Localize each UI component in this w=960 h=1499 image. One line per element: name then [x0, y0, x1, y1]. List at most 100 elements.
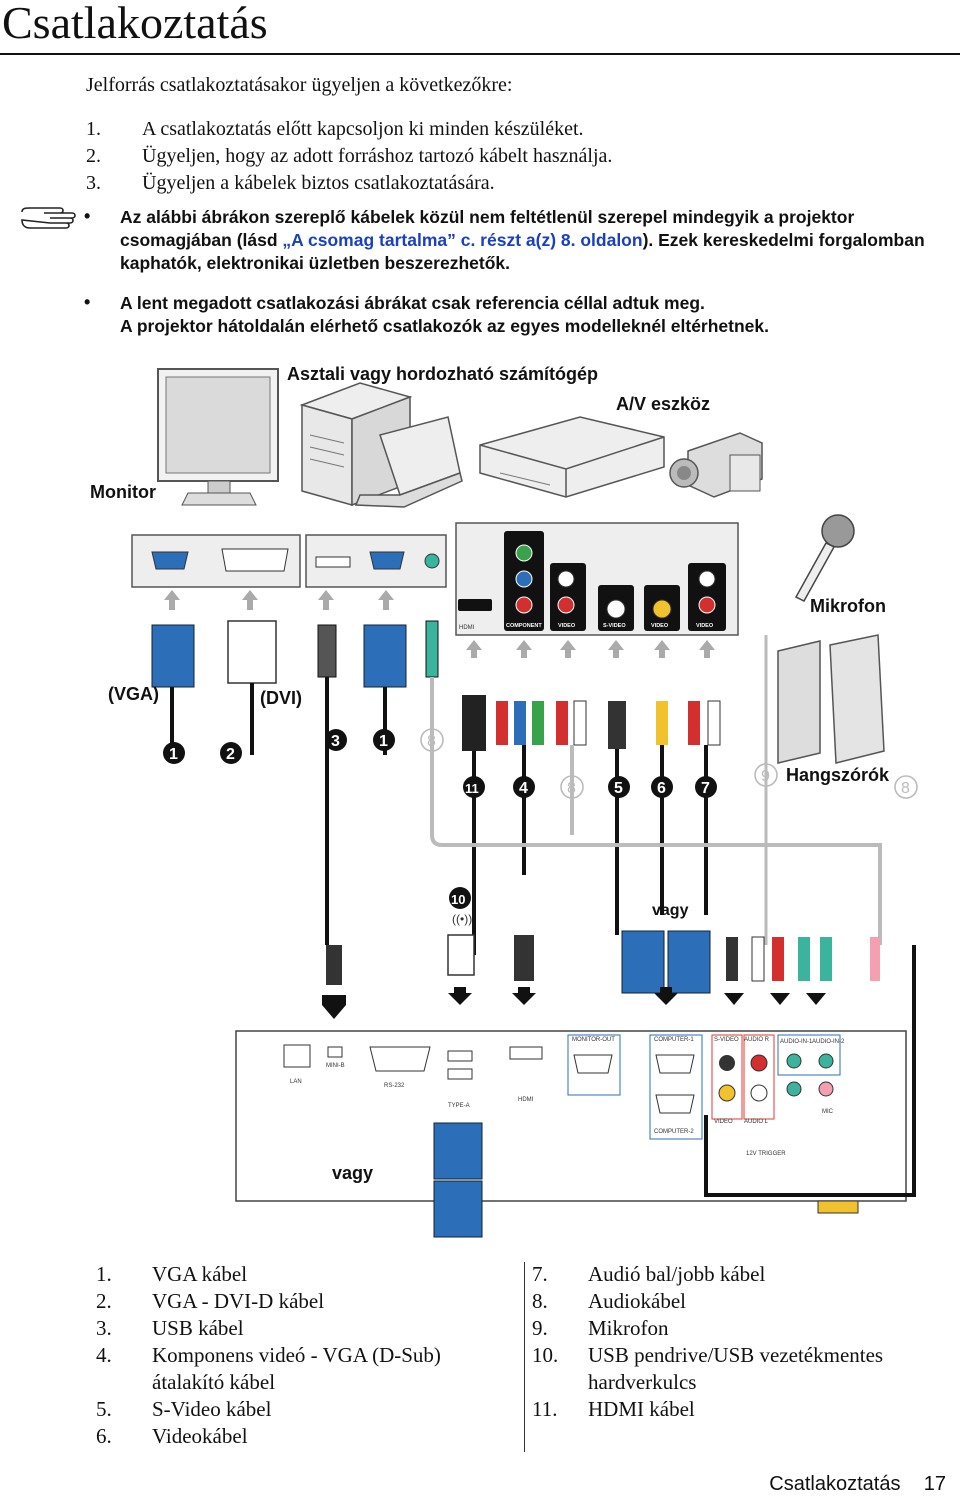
monitor-icon — [157, 368, 279, 506]
svg-text:11: 11 — [465, 781, 479, 796]
svg-text:AUDIO-IN-2: AUDIO-IN-2 — [812, 1039, 845, 1045]
svg-text:VIDEO: VIDEO — [651, 623, 669, 629]
svg-text:4: 4 — [519, 780, 528, 797]
dvi-connector — [227, 620, 277, 755]
svg-text:VIDEO: VIDEO — [558, 623, 576, 629]
svg-text:10: 10 — [451, 892, 465, 907]
step-1: 1.A csatlakoztatás előtt kapcsoljon ki m… — [86, 118, 584, 140]
dvd-player-icon — [479, 416, 665, 498]
vga-connector-2 — [363, 624, 407, 755]
svg-text:((•)): ((•)) — [452, 912, 472, 926]
svg-text:MINI-B: MINI-B — [326, 1063, 345, 1069]
monitor-label: Monitor — [90, 482, 156, 502]
page-number: 17 — [923, 1473, 946, 1495]
svg-text:TYPE-A: TYPE-A — [448, 1103, 470, 1109]
vga-label: (VGA) — [108, 684, 159, 704]
legend-right: 7.Audió bal/jobb kábel 8.Audiokábel 9.Mi… — [532, 1261, 948, 1423]
svg-text:VIDEO: VIDEO — [714, 1119, 733, 1125]
cable-number-3: 3 — [325, 729, 347, 751]
monitor-out-vga-plugs — [433, 1122, 483, 1238]
svg-text:VIDEO: VIDEO — [696, 623, 714, 629]
step-2: 2.Ügyeljen, hogy az adott forráshoz tart… — [86, 145, 613, 167]
cable-number-11: 11 — [463, 776, 485, 798]
yellow-plug-lower — [817, 1200, 859, 1214]
svg-text:LAN: LAN — [290, 1079, 302, 1085]
hdmi-plug-lower — [514, 935, 534, 981]
svg-text:MONITOR-OUT: MONITOR-OUT — [572, 1037, 615, 1043]
note-packaging: Az alábbi ábrákon szereplő kábelek közül… — [120, 207, 925, 273]
legend-item-7: 7.Audió bal/jobb kábel — [532, 1262, 766, 1286]
or-label-1: vagy — [652, 902, 689, 919]
av-device-label: A/V eszköz — [616, 394, 710, 414]
svg-text:AUDIO L: AUDIO L — [744, 1119, 769, 1125]
speakers-icon — [777, 634, 885, 764]
svg-text:3: 3 — [331, 733, 340, 750]
svg-text:7: 7 — [701, 780, 710, 797]
legend-item-10: 10.USB pendrive/USB vezetékmentes hardve… — [532, 1343, 884, 1394]
monitor-ports-panel — [131, 534, 301, 588]
downward-arrows — [322, 987, 826, 1019]
usb-dongle-icon: ((•)) — [447, 912, 475, 976]
cable-number-8c: 8 — [894, 775, 918, 799]
svg-text:RS-232: RS-232 — [384, 1083, 405, 1089]
laptop-icon — [354, 416, 463, 508]
svg-text:1: 1 — [379, 733, 388, 750]
cable-number-4: 4 — [513, 776, 535, 798]
video-rca-connector — [656, 701, 668, 915]
upward-arrows — [164, 590, 715, 658]
component-rca-connectors — [496, 700, 587, 875]
note-reference: A lent megadott csatlakozási ábrákat csa… — [120, 293, 770, 336]
microphone-icon — [794, 514, 855, 602]
legend-item-11: 11.HDMI kábel — [532, 1397, 695, 1421]
pc-ports-panel — [305, 534, 447, 588]
svg-text:COMPUTER-2: COMPUTER-2 — [654, 1129, 694, 1135]
cable-number-1b: 1 — [373, 729, 395, 751]
or-label-2: vagy — [332, 1163, 373, 1183]
bullet-dot-2: • — [84, 292, 91, 312]
step-3: 3.Ügyeljen a kábelek biztos csatlakoztat… — [86, 172, 495, 194]
cable-number-8a: 8 — [420, 728, 444, 752]
svg-text:COMPONENT: COMPONENT — [506, 623, 542, 629]
legend-item-5: 5.S-Video kábel — [96, 1397, 272, 1421]
package-contents-link[interactable]: „A csomag tartalma” c. részt a(z) 8. old… — [282, 230, 643, 250]
cable-number-10: 10 — [449, 887, 471, 909]
svg-text:MIC: MIC — [822, 1109, 834, 1115]
legend-divider — [524, 1262, 525, 1452]
cable-number-1: 1 — [163, 742, 185, 764]
audio-lr-connectors — [688, 700, 721, 915]
legend-left: 1.VGA kábel 2.VGA - DVI-D kábel 3.USB ká… — [96, 1261, 492, 1450]
bullet-dot-1: • — [84, 206, 91, 226]
svg-text:12V TRIGGER: 12V TRIGGER — [746, 1151, 786, 1157]
page-footer: Csatlakoztatás 17 — [769, 1473, 946, 1496]
usb-plug-lower — [326, 945, 342, 985]
usb-connector — [317, 624, 337, 945]
svg-text:6: 6 — [657, 780, 666, 797]
audio-plugs-lower — [726, 936, 880, 982]
cable-number-6: 6 — [651, 776, 673, 798]
svg-text:8: 8 — [427, 733, 436, 750]
legend-item-9: 9.Mikrofon — [532, 1316, 669, 1340]
cable-number-5: 5 — [608, 776, 630, 798]
svg-text:1: 1 — [169, 746, 178, 763]
svg-text:8: 8 — [567, 780, 576, 797]
av-ports-panel: HDMI COMPONENT VIDEO S-VIDEO VIDEO VIDEO — [455, 522, 739, 636]
legend-item-3: 3.USB kábel — [96, 1316, 244, 1340]
svg-text:2: 2 — [226, 746, 235, 763]
projector-rear-panel: LAN MINI-B RS-232 TYPE-A HDMI MONITOR-OU… — [235, 1030, 907, 1202]
svg-text:COMPUTER-1: COMPUTER-1 — [654, 1037, 694, 1043]
legend-item-8: 8.Audiokábel — [532, 1289, 686, 1313]
legend-item-2: 2.VGA - DVI-D kábel — [96, 1289, 325, 1313]
legend-item-6: 6.Videokábel — [96, 1424, 248, 1448]
title-rule — [0, 53, 960, 55]
bottom-cable — [704, 945, 916, 1197]
legend-item-4: 4.Komponens videó - VGA (D-Sub) átalakít… — [96, 1343, 441, 1394]
audio-jack-connector — [425, 620, 439, 825]
cable-number-7: 7 — [695, 776, 717, 798]
footer-section: Csatlakoztatás — [769, 1473, 901, 1495]
audio-cable-grey — [430, 825, 882, 945]
note-hand-icon — [21, 207, 76, 229]
speakers-label: Hangszórók — [786, 765, 890, 785]
cable-number-8b: 8 — [560, 775, 584, 799]
intro-text: Jelforrás csatlakoztatásakor ügyeljen a … — [86, 74, 513, 96]
svg-text:AUDIO R: AUDIO R — [744, 1037, 770, 1043]
